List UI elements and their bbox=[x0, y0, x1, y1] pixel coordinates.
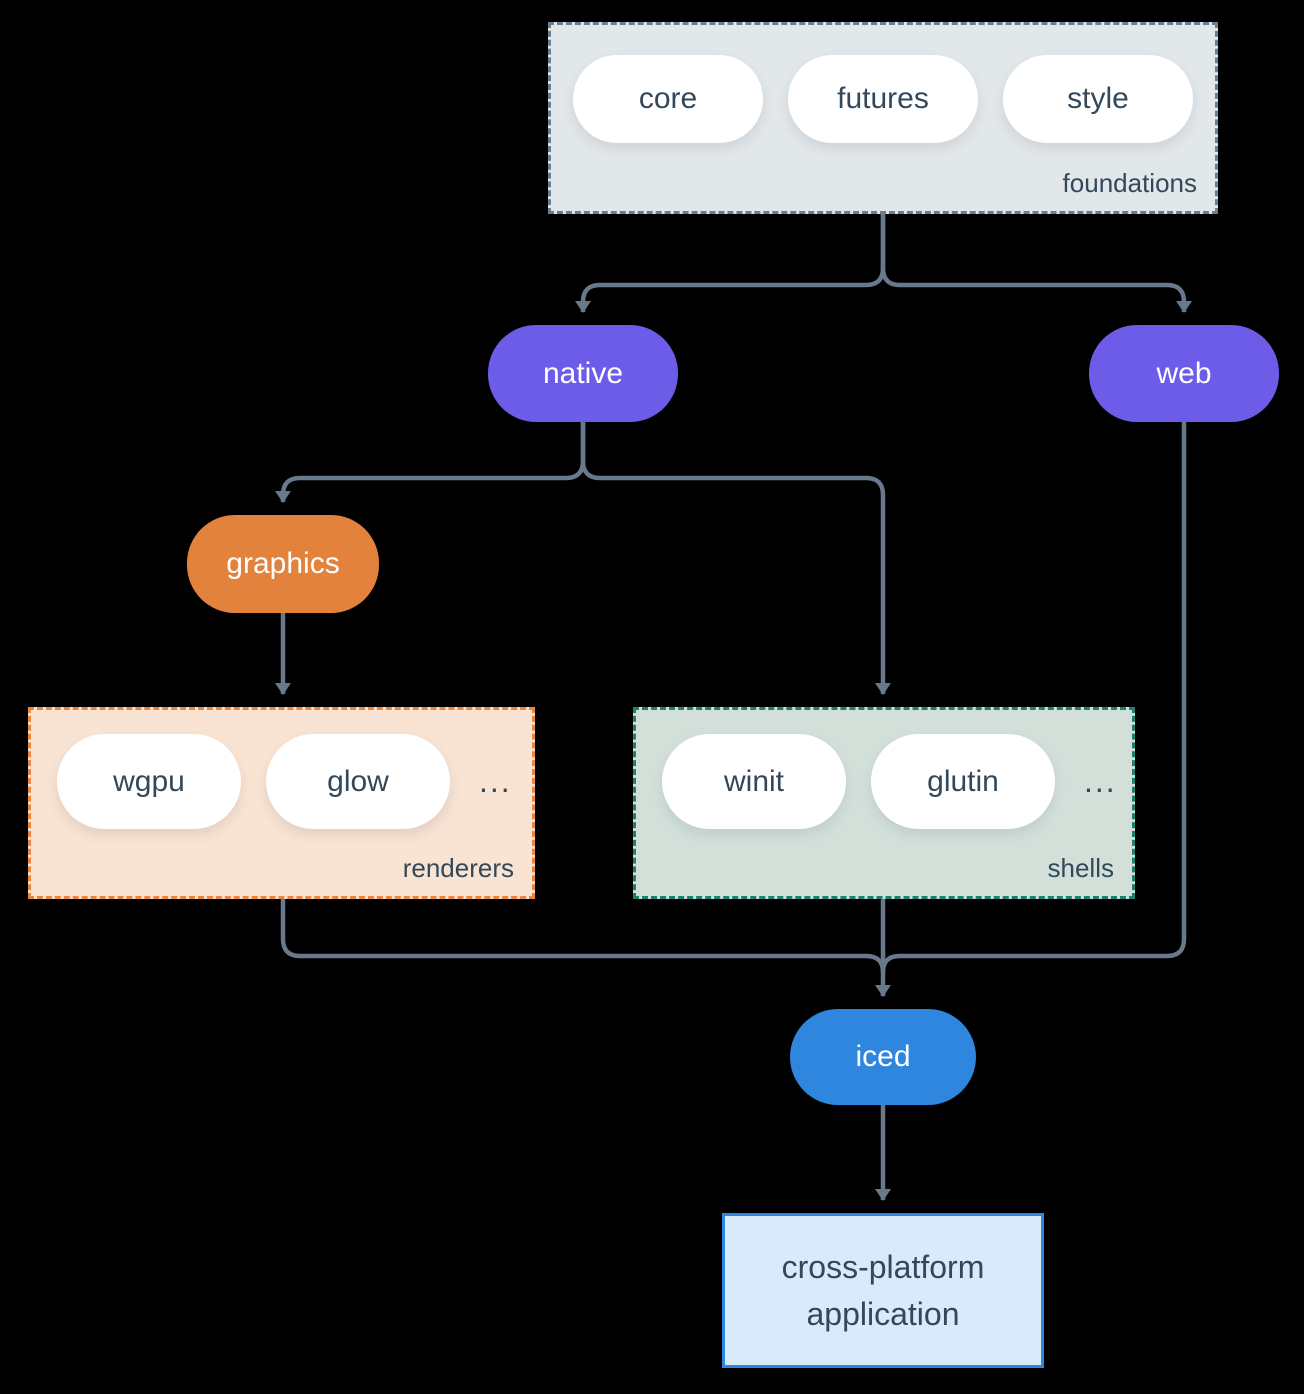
node-style: style bbox=[1003, 55, 1193, 143]
node-wgpu: wgpu bbox=[57, 734, 241, 829]
edge-renderers-merge bbox=[280, 899, 886, 973]
node-iced: iced bbox=[790, 1009, 976, 1105]
shells-label: shells bbox=[1047, 853, 1114, 883]
node-cross-platform-application: cross-platform application bbox=[722, 1213, 1044, 1368]
node-graphics: graphics bbox=[187, 515, 379, 613]
foundations-pill-row: core futures style bbox=[573, 55, 1193, 143]
renderers-pill-row: wgpu glow ... bbox=[57, 734, 512, 829]
edge-native-graphics bbox=[275, 422, 586, 503]
group-shells: winit glutin ... shells bbox=[633, 707, 1135, 899]
node-winit: winit bbox=[662, 734, 846, 829]
node-glutin: glutin bbox=[871, 734, 1055, 829]
node-web: web bbox=[1089, 325, 1279, 422]
edge-foundations-native bbox=[575, 214, 886, 313]
edge-native-shells bbox=[580, 422, 891, 695]
node-glow: glow bbox=[266, 734, 450, 829]
renderers-ellipsis: ... bbox=[479, 763, 512, 799]
group-renderers: wgpu glow ... renderers bbox=[28, 707, 535, 899]
node-native: native bbox=[488, 325, 678, 422]
shells-ellipsis: ... bbox=[1084, 763, 1117, 799]
renderers-label: renderers bbox=[402, 853, 514, 883]
node-futures: futures bbox=[788, 55, 978, 143]
group-foundations: core futures style foundations bbox=[548, 22, 1218, 214]
edge-foundations-web bbox=[880, 214, 1192, 313]
node-core: core bbox=[573, 55, 763, 143]
foundations-label: foundations bbox=[1062, 168, 1197, 198]
shells-pill-row: winit glutin ... bbox=[662, 734, 1117, 829]
